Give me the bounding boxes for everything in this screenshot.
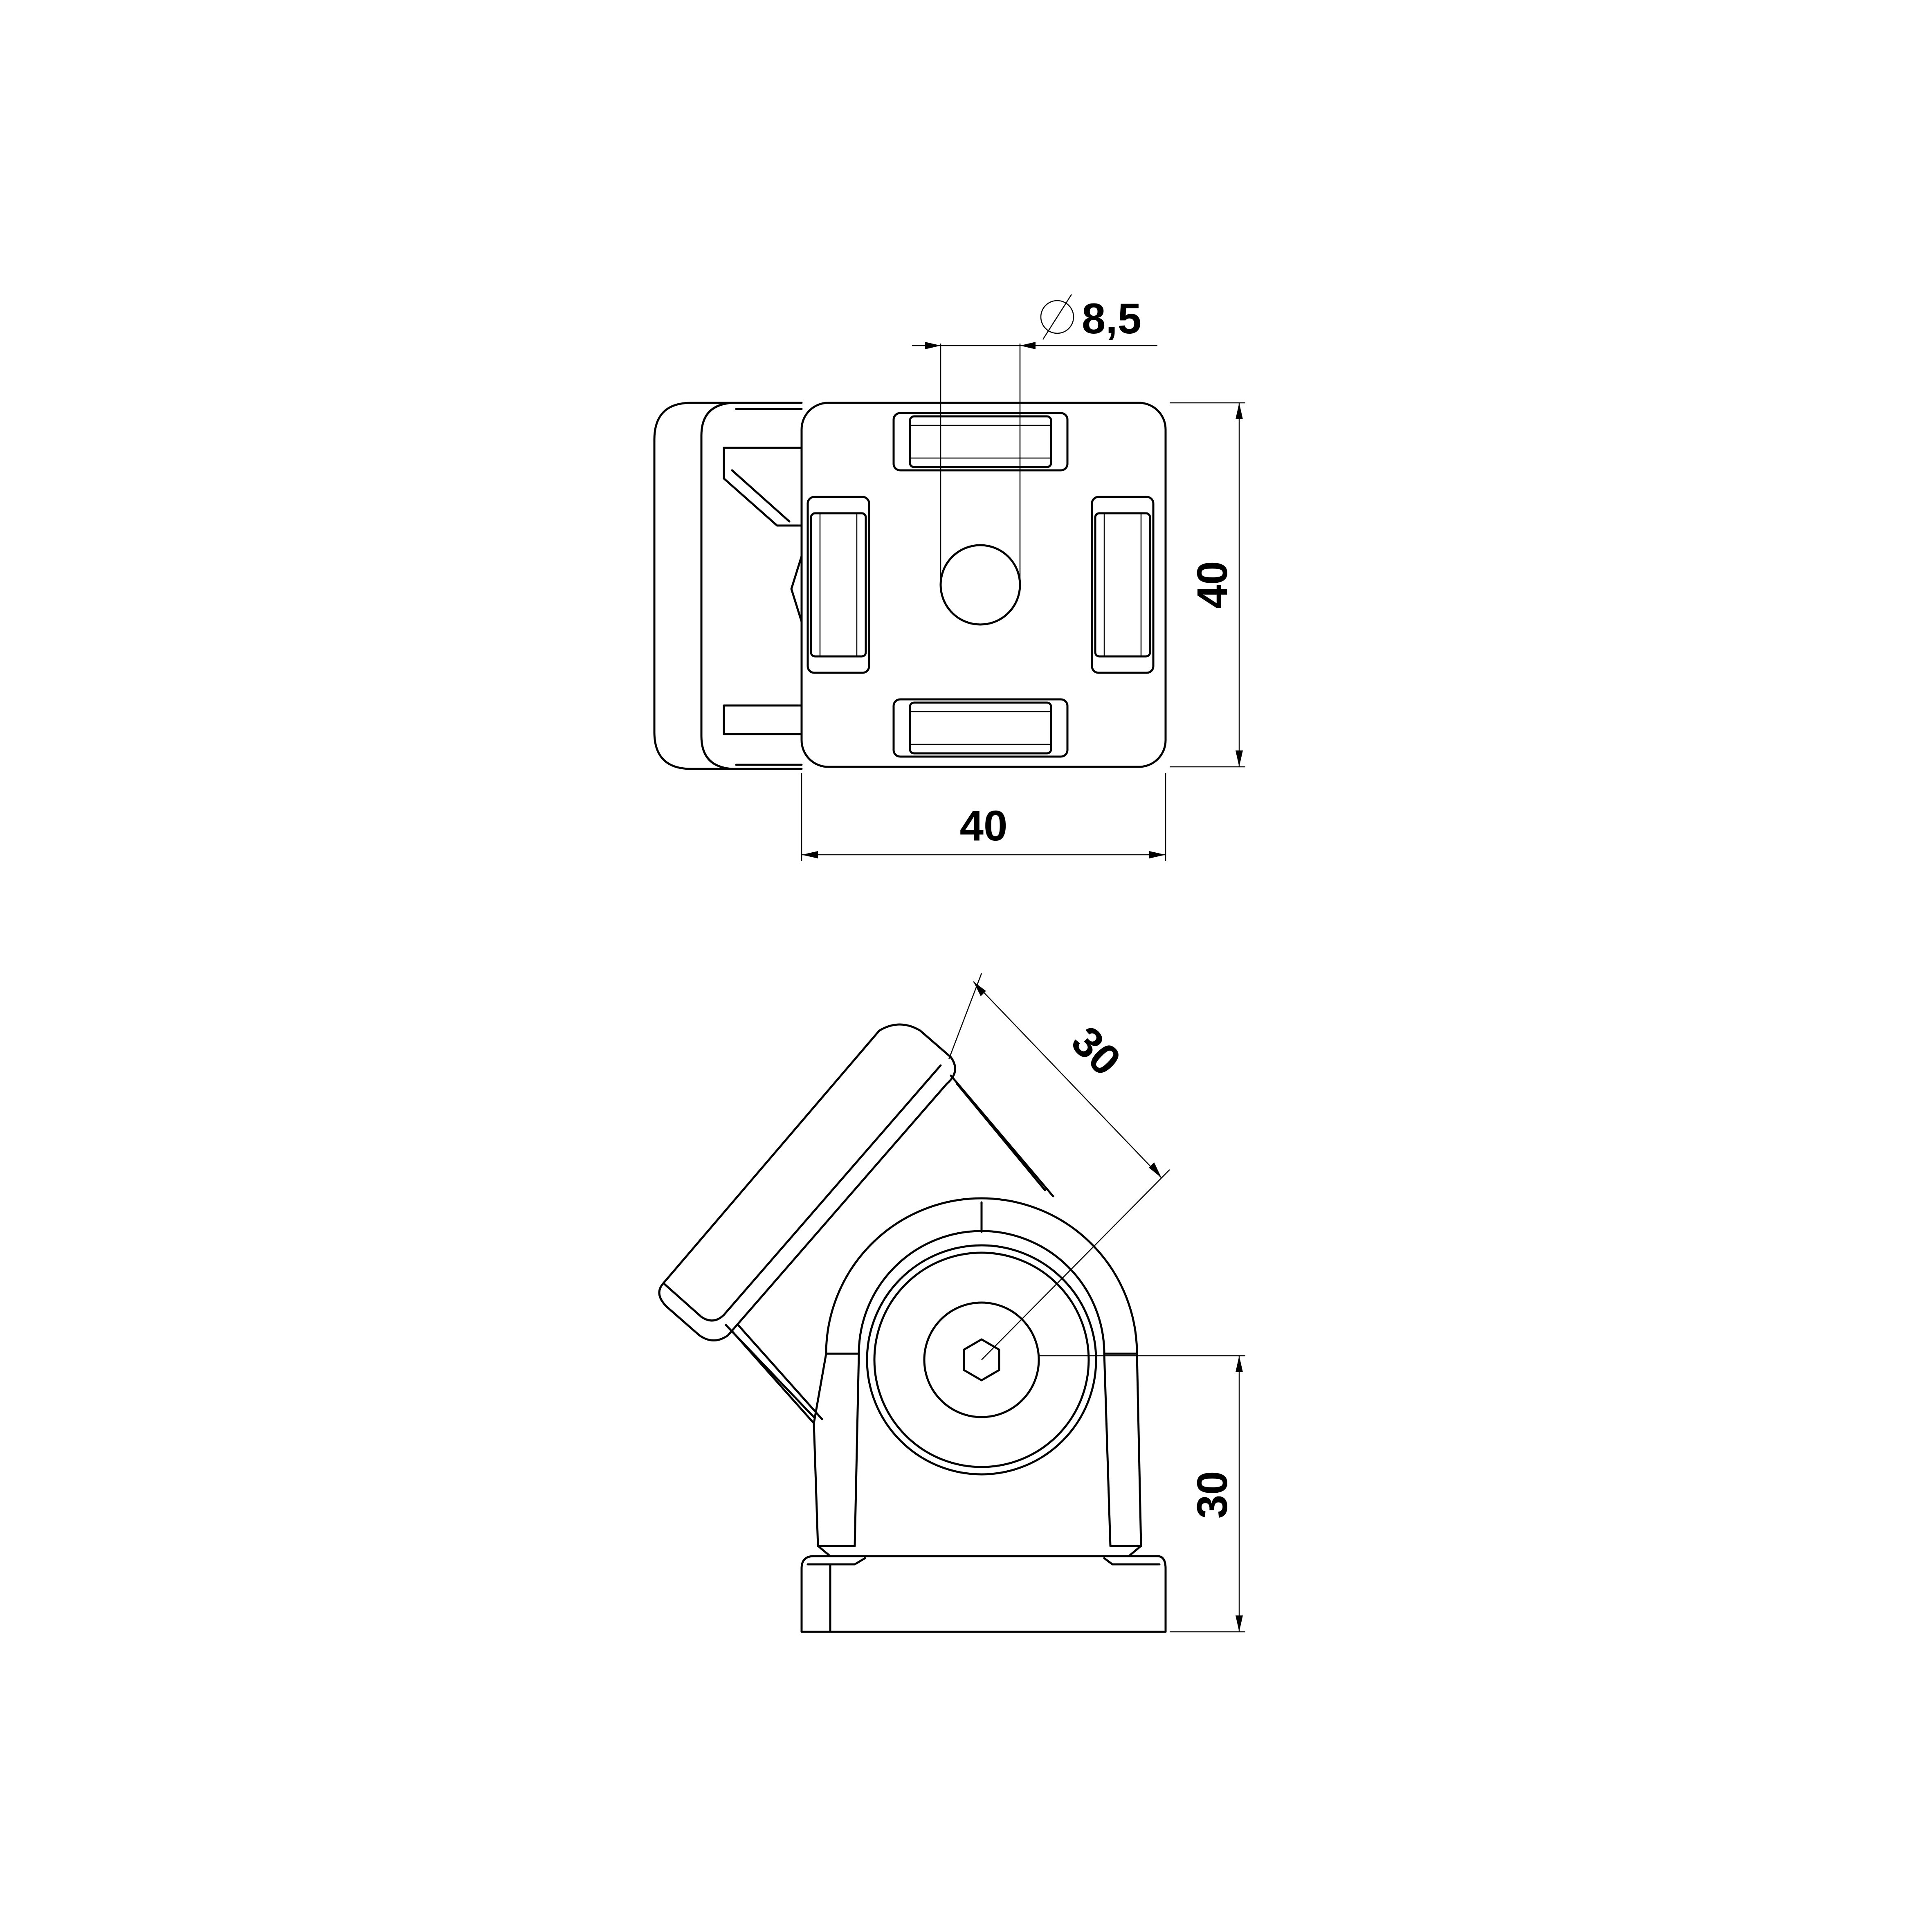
top-height-label: 40 <box>1188 561 1236 609</box>
hole-diameter-label: 8,5 <box>1082 295 1141 343</box>
top-view-slot-bottom <box>892 698 1069 758</box>
front-view-base <box>800 1545 1167 1633</box>
front-view-angled-plate <box>658 1023 1054 1424</box>
front-view <box>658 1023 1167 1633</box>
top-width-dimension: 40 <box>801 773 1166 861</box>
front-view-boss <box>866 1244 1097 1476</box>
angled-length-label: 30 <box>1062 1017 1130 1085</box>
top-width-label: 40 <box>960 802 1008 850</box>
diameter-dimension: 8,5 <box>912 294 1157 585</box>
base-height-dimension: 30 <box>1039 1355 1245 1633</box>
top-view-side-bracket <box>653 402 803 770</box>
top-view-center-hole <box>939 544 1021 626</box>
top-view <box>653 402 1167 770</box>
top-height-dimension: 40 <box>1170 402 1245 768</box>
base-height-label: 30 <box>1188 1471 1236 1519</box>
front-view-arch-body <box>813 1197 1142 1547</box>
top-view-slot-left <box>806 496 870 674</box>
diameter-icon <box>1040 294 1074 340</box>
top-view-plate <box>800 402 1167 768</box>
hex-socket-icon <box>963 1338 1000 1382</box>
top-view-slot-top <box>892 412 1069 472</box>
screw-head <box>923 1301 1040 1418</box>
top-view-slot-right <box>1091 496 1155 674</box>
